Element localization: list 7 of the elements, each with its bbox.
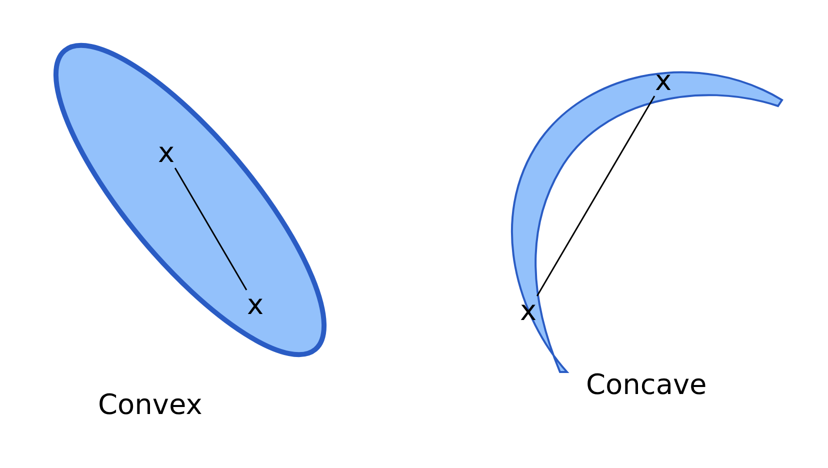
point-mark: x — [158, 140, 175, 166]
point-mark: x — [655, 68, 672, 94]
shape-caption: Convex — [98, 388, 202, 421]
point-mark: x — [520, 298, 537, 324]
point-mark: x — [247, 292, 264, 318]
connecting-line — [174, 168, 248, 290]
shape-caption: Concave — [586, 368, 707, 401]
